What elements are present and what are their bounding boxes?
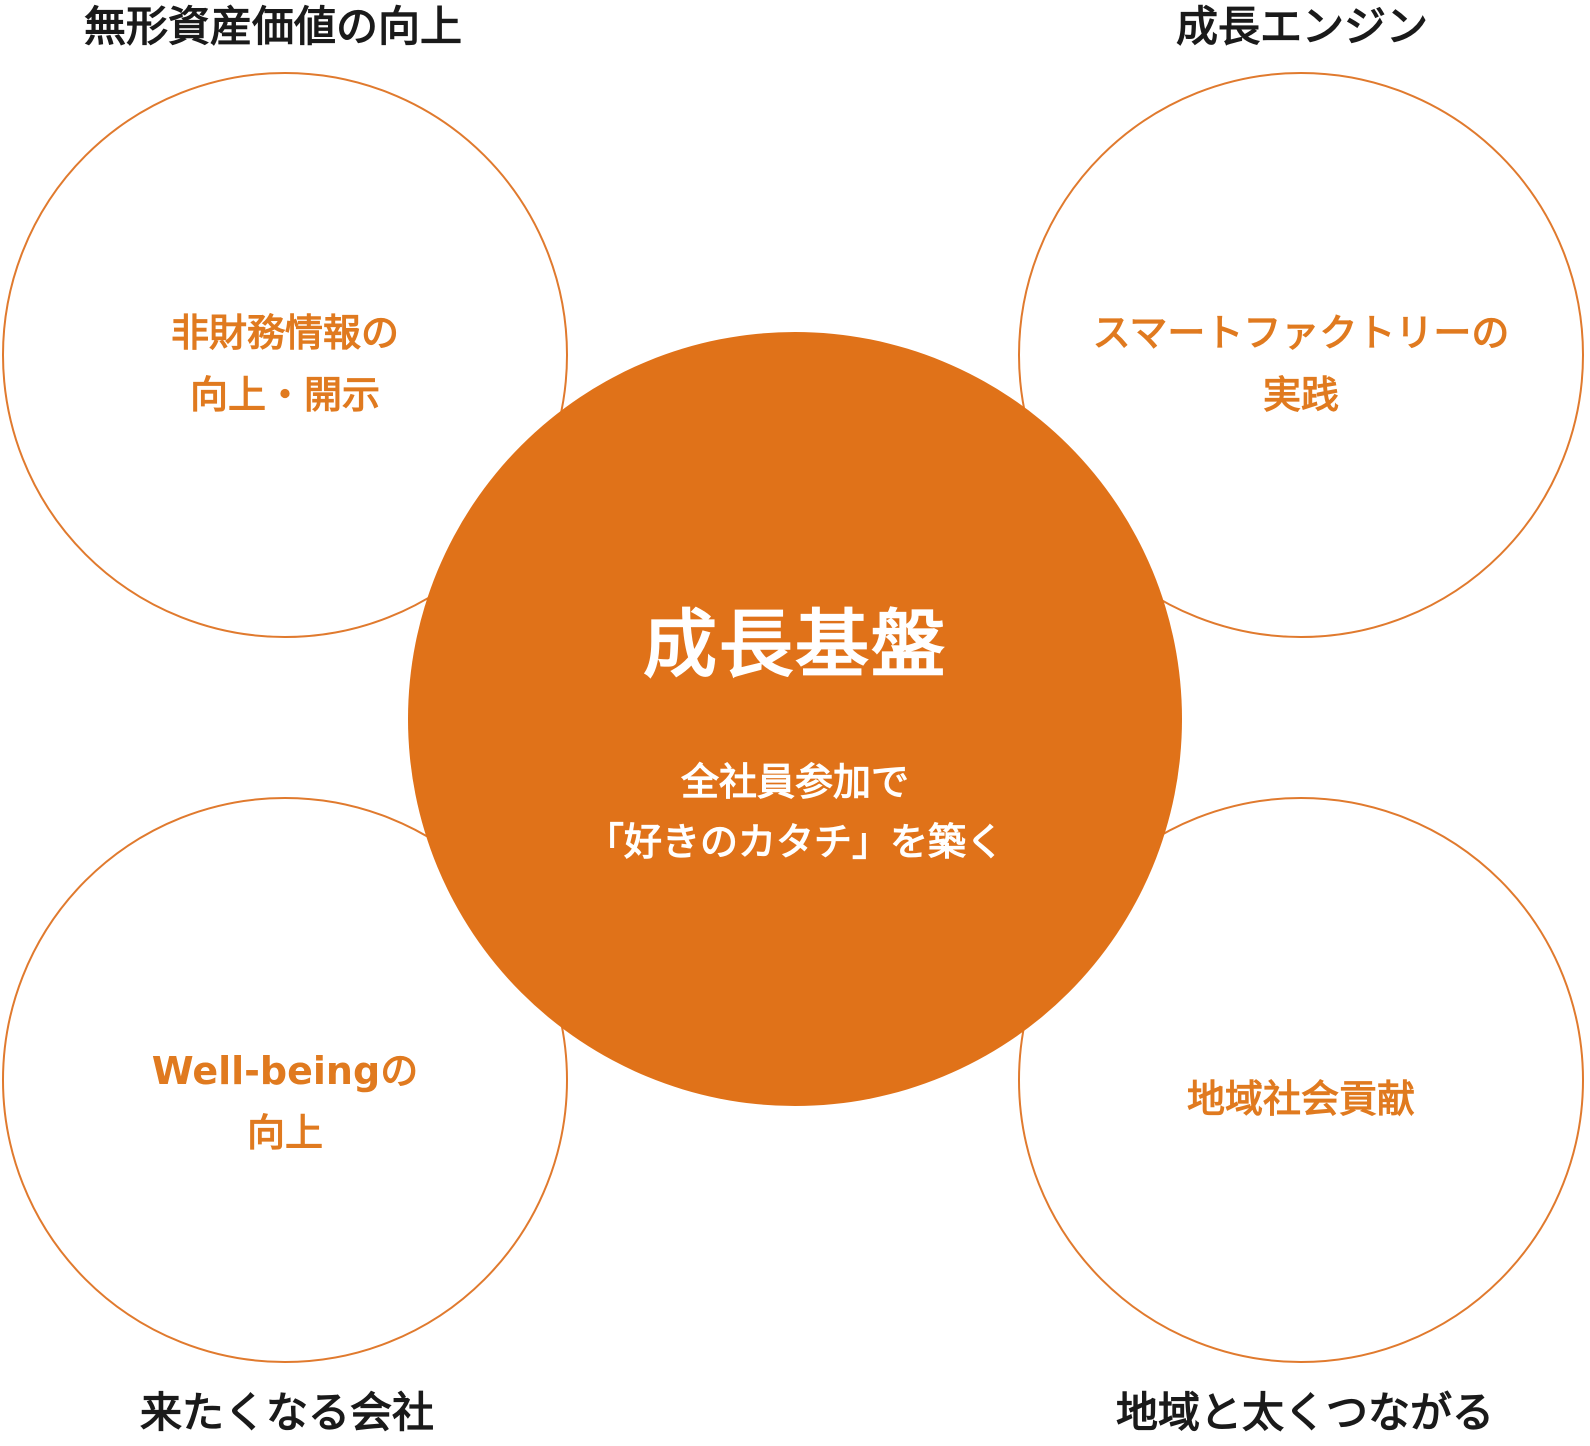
node-text-line: スマートファクトリーの — [1092, 311, 1510, 355]
node-text-line: Well-beingの — [151, 1049, 419, 1093]
node-text-line: 地域社会貢献 — [1186, 1077, 1415, 1121]
center-subtitle-line: 全社員参加で — [680, 760, 909, 804]
node-text-nonfinancial: 非財務情報の 向上・開示 — [2, 302, 568, 426]
node-text-line: 向上・開示 — [189, 373, 380, 417]
center-subtitle-line: 「好きのカタチ」を築く — [585, 820, 1004, 864]
node-text-wellbeing: Well-beingの 向上 — [2, 1040, 568, 1164]
node-text-line: 非財務情報の — [170, 311, 399, 355]
node-text-line: 向上 — [246, 1111, 323, 1155]
category-label-growth-engine: 成長エンジン — [1176, 2, 1429, 51]
center-circle — [408, 332, 1182, 1106]
category-label-community-ties: 地域と太くつながる — [1116, 1388, 1495, 1437]
node-text-smart-factory: スマートファクトリーの 実践 — [1018, 302, 1584, 426]
node-text-community: 地域社会貢献 — [1018, 1068, 1584, 1130]
center-subtitle: 全社員参加で 「好きのカタチ」を築く — [408, 752, 1182, 872]
category-label-attractive-company: 来たくなる会社 — [140, 1388, 435, 1437]
category-label-intangible-assets: 無形資産価値の向上 — [84, 2, 463, 51]
center-title: 成長基盤 — [643, 602, 947, 688]
node-text-line: 実践 — [1262, 373, 1339, 417]
